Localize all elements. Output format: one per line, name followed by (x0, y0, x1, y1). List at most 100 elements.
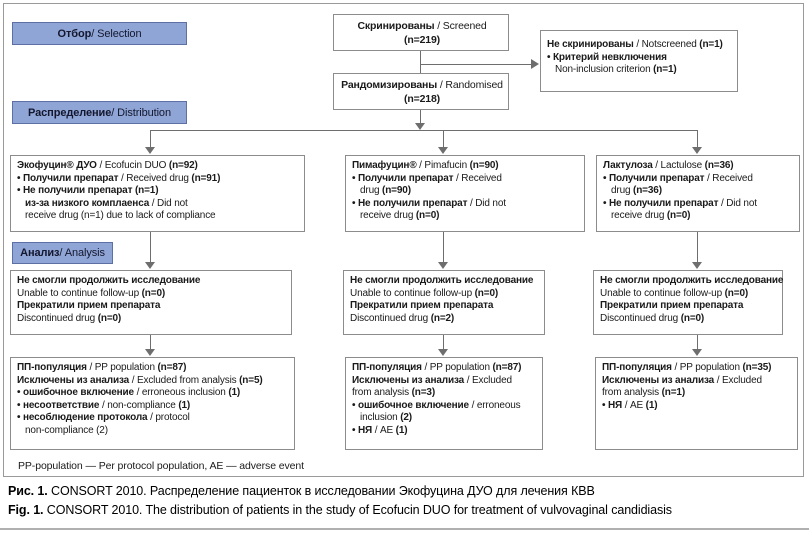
text-line: from analysis (n=3) (352, 387, 436, 398)
text-line: non-compliance (2) (25, 424, 108, 436)
text-line: Прекратили прием препарата (600, 300, 744, 311)
text-line: Unable to continue follow-up (n=0) (350, 287, 499, 299)
arrowhead-right-icon (531, 59, 539, 69)
diagram-outer-border (3, 3, 804, 477)
text-line: Исключены из анализа / Excluded (352, 374, 512, 386)
text-line: • Получили препарат / Received drug (n=9… (17, 172, 221, 184)
text-line: Discontinued drug (n=2) (350, 312, 455, 324)
box-screened: Скринированы / Screened (n=219) (333, 14, 509, 51)
text-line: Non-inclusion criterion (n=1) (555, 64, 677, 75)
text-line: Лактулоза / Lactulose (n=36) (603, 160, 734, 171)
arrowhead-down-icon (692, 147, 702, 154)
text-line: Discontinued drug (n=0) (17, 312, 122, 324)
drop-line-col3 (697, 130, 698, 148)
arrowhead-down-icon (145, 147, 155, 154)
stage-label-ru: Отбор (57, 27, 92, 40)
stage-label-ru: Анализ (20, 247, 60, 259)
text-line: Unable to continue follow-up (n=0) (17, 287, 166, 299)
text-line: ПП-популяция / PP population (n=87) (17, 362, 187, 373)
text-line: receive drug (n=0) (611, 210, 691, 221)
connector-screened-randomised (420, 51, 421, 73)
stage-label-distribution: Распределение / Distribution (12, 101, 187, 124)
text-line: ПП-популяция / PP population (n=35) (602, 362, 772, 373)
connector-randomised-down (420, 110, 421, 124)
footnote: PP-population — Per protocol population,… (18, 460, 304, 472)
box-pp-lactulose: ПП-популяция / PP population (n=35)Исклю… (595, 357, 798, 450)
arrowhead-down-icon (145, 349, 155, 356)
text-line: Прекратили прием препарата (350, 300, 494, 311)
box-lactulose: Лактулоза / Lactulose (n=36)• Получили п… (596, 155, 800, 232)
arrowhead-down-icon (692, 262, 702, 269)
text-line: • НЯ / AE (1) (352, 424, 408, 436)
arrowhead-down-icon (415, 123, 425, 130)
text-line: • Критерий невключения (547, 51, 667, 63)
stage-label-en: / Selection (91, 27, 142, 40)
caption-en: Fig. 1. CONSORT 2010. The distribution o… (8, 503, 672, 517)
drop-line-col2 (443, 130, 444, 148)
text-line: (n=218) (403, 93, 440, 105)
arrowhead-down-icon (438, 147, 448, 154)
text-line: Не скринированы / Notscreened (n=1) (547, 39, 723, 50)
box-pp-pimafucin: ПП-популяция / PP population (n=87)Исклю… (345, 357, 543, 450)
caption-ru-label: Рис. 1. (8, 484, 48, 498)
text-line: • Не получили препарат / Did not (352, 197, 506, 209)
text-line: Прекратили прием препарата (17, 300, 161, 311)
text-line: Не смогли продолжить исследование (17, 275, 201, 286)
text-line: Скринированы / Screened (357, 20, 487, 32)
text-line: • несоответствие / non-compliance (1) (17, 399, 191, 411)
text-line: • НЯ / AE (1) (602, 399, 658, 411)
stage-label-analysis: Анализ / Analysis (12, 242, 113, 264)
text-line: Не смогли продолжить исследование (600, 275, 784, 286)
arrowhead-down-icon (145, 262, 155, 269)
arrowhead-down-icon (438, 349, 448, 356)
stage-label-ru: Распределение (28, 106, 112, 119)
text-line: • Получили препарат / Received (603, 172, 753, 184)
connector-to-not-screened (420, 64, 532, 65)
box-ecofucin-duo: Экофуцин® ДУО / Ecofucin DUO (n=92)• Пол… (10, 155, 305, 232)
connector-col2-followup (443, 232, 444, 263)
text-line: receive drug (n=1) due to lack of compli… (25, 210, 216, 221)
connector-col3-followup (697, 232, 698, 263)
caption-en-text: CONSORT 2010. The distribution of patien… (43, 503, 672, 517)
text-line: • ошибочное включение / erroneous (352, 399, 521, 411)
text-line: ПП-популяция / PP population (n=87) (352, 362, 522, 373)
text-line: • несоблюдение протокола / protocol (17, 412, 190, 423)
caption-ru-text: CONSORT 2010. Распределение пациенток в … (47, 484, 595, 498)
text-line: Discontinued drug (n=0) (600, 312, 705, 324)
caption-en-label: Fig. 1. (8, 503, 44, 517)
text-line: • Не получили препарат / Did not (603, 197, 757, 209)
box-randomised: Рандомизированы / Randomised (n=218) (333, 73, 509, 110)
text-line: • Получили препарат / Received (352, 172, 502, 184)
text-line: Пимафуцин® / Pimafucin (n=90) (352, 160, 499, 171)
text-line: Экофуцин® ДУО / Ecofucin DUO (n=92) (17, 160, 198, 171)
text-line: inclusion (2) (360, 412, 412, 423)
stage-label-selection: Отбор / Selection (12, 22, 187, 45)
stage-label-en: / Analysis (59, 247, 105, 259)
text-line: drug (n=36) (611, 185, 662, 196)
text-line: Исключены из анализа / Excluded (602, 374, 762, 386)
connector-col1-pp (150, 335, 151, 350)
arrowhead-down-icon (438, 262, 448, 269)
text-line: from analysis (n=1) (602, 387, 686, 398)
text-line: (n=219) (403, 34, 440, 46)
text-line: drug (n=90) (360, 185, 411, 196)
text-line: Не смогли продолжить исследование (350, 275, 534, 286)
bottom-divider (0, 528, 809, 530)
box-pimafucin: Пимафуцин® / Pimafucin (n=90)• Получили … (345, 155, 585, 232)
text-line: Рандомизированы / Randomised (341, 79, 503, 91)
connector-col1-followup (150, 232, 151, 263)
box-pp-ecofucin: ПП-популяция / PP population (n=87)Исклю… (10, 357, 295, 450)
text-line: из-за низкого комплаенса / Did not (25, 197, 188, 209)
connector-col3-pp (697, 335, 698, 350)
caption-ru: Рис. 1. CONSORT 2010. Распределение паци… (8, 484, 595, 498)
distribution-branch-line (150, 130, 698, 131)
text-line: receive drug (n=0) (360, 210, 440, 221)
stage-label-en: / Distribution (111, 106, 171, 119)
text-line: • ошибочное включение / erroneous inclus… (17, 387, 241, 398)
drop-line-col1 (150, 130, 151, 148)
box-not-screened: Не скринированы / Notscreened (n=1)• Кри… (540, 30, 738, 92)
